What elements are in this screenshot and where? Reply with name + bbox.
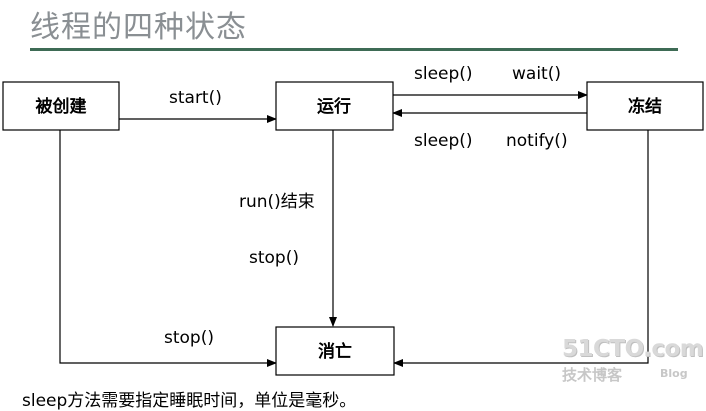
node-running: 运行 [275,81,394,131]
watermark-blog: Blog [660,367,688,380]
node-running-label: 运行 [317,96,351,117]
page-title: 线程的四种状态 [30,10,247,45]
label-run-end: run()结束 [239,192,315,212]
edge-frozen-to-dead [393,130,649,367]
footnote: sleep方法需要指定睡眠时间，单位是毫秒。 [22,391,357,411]
node-frozen: 冻结 [586,81,704,131]
label-wait: wait() [512,64,561,84]
node-dead-label: 消亡 [318,341,352,362]
watermark-sub: 技术博客 [562,366,623,384]
label-sleep-bottom: sleep() [414,131,473,151]
watermark: 51CTO.com 技术博客 Blog [562,336,704,386]
label-stop-mid: stop() [249,248,299,268]
node-created-label: 被创建 [36,96,87,117]
label-notify: notify() [506,131,568,151]
label-start: start() [169,88,222,108]
watermark-main: 51CTO.com [562,336,704,362]
node-frozen-label: 冻结 [628,96,662,117]
edge-created-to-dead [59,130,277,367]
node-created: 被创建 [2,81,120,131]
label-stop-left: stop() [164,328,214,348]
label-sleep-top: sleep() [414,64,473,84]
node-dead: 消亡 [275,326,395,376]
title-underline [30,48,678,51]
